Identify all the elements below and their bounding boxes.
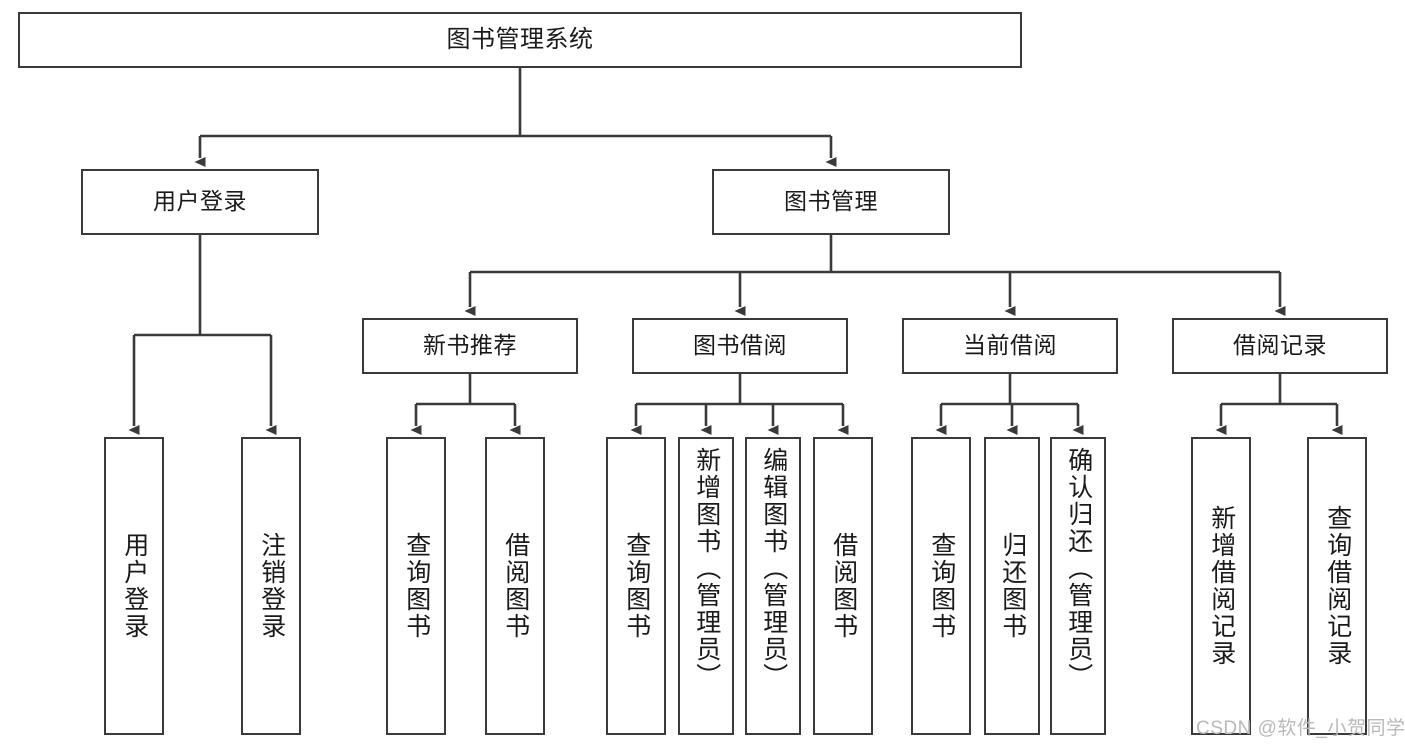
node-leaf-borrow-book-a[interactable]: 借阅图书 xyxy=(485,437,545,735)
node-user-login[interactable]: 用户登录 xyxy=(81,169,319,235)
node-user-login-label: 用户登录 xyxy=(153,188,247,215)
node-leaf-label: 借阅图书 xyxy=(501,532,530,640)
node-leaf-label: 注销登录 xyxy=(257,532,286,640)
node-leaf-user-login[interactable]: 用户登录 xyxy=(104,437,164,735)
node-book-borrow-label: 图书借阅 xyxy=(693,332,787,359)
node-book-borrow[interactable]: 图书借阅 xyxy=(632,318,848,374)
node-new-book-recommend[interactable]: 新书推荐 xyxy=(362,318,578,374)
node-leaf-add-borrow-record[interactable]: 新增借阅记录 xyxy=(1191,437,1251,735)
node-root-label: 图书管理系统 xyxy=(446,25,594,53)
node-borrow-record[interactable]: 借阅记录 xyxy=(1172,318,1388,374)
node-leaf-label: 编辑图书（管理员） xyxy=(759,447,788,690)
node-leaf-label: 新增借阅记录 xyxy=(1207,505,1236,667)
csdn-watermark: CSDN @软件_小贺同学 xyxy=(1196,718,1405,739)
node-leaf-label: 借阅图书 xyxy=(829,532,858,640)
node-leaf-query-book-a[interactable]: 查询图书 xyxy=(386,437,446,735)
node-leaf-logout[interactable]: 注销登录 xyxy=(241,437,301,735)
node-new-book-recommend-label: 新书推荐 xyxy=(423,332,517,359)
node-leaf-label: 确认归还（管理员） xyxy=(1064,447,1093,690)
node-leaf-label: 查询图书 xyxy=(622,532,651,640)
node-leaf-label: 新增图书（管理员） xyxy=(692,447,721,690)
node-current-borrow-label: 当前借阅 xyxy=(963,332,1057,359)
node-leaf-edit-book-admin[interactable]: 编辑图书（管理员） xyxy=(745,437,801,735)
node-leaf-query-book-b[interactable]: 查询图书 xyxy=(606,437,666,735)
node-leaf-query-borrow-record[interactable]: 查询借阅记录 xyxy=(1307,437,1367,735)
node-leaf-confirm-return-admin[interactable]: 确认归还（管理员） xyxy=(1050,437,1106,735)
node-leaf-label: 查询图书 xyxy=(927,532,956,640)
node-leaf-query-book-c[interactable]: 查询图书 xyxy=(911,437,971,735)
node-borrow-record-label: 借阅记录 xyxy=(1233,332,1327,359)
node-book-management[interactable]: 图书管理 xyxy=(712,169,950,235)
node-leaf-label: 查询图书 xyxy=(402,532,431,640)
node-root-system[interactable]: 图书管理系统 xyxy=(18,12,1022,68)
node-leaf-add-book-admin[interactable]: 新增图书（管理员） xyxy=(678,437,734,735)
node-leaf-return-book[interactable]: 归还图书 xyxy=(984,437,1040,735)
node-current-borrow[interactable]: 当前借阅 xyxy=(902,318,1118,374)
node-leaf-label: 查询借阅记录 xyxy=(1323,505,1352,667)
node-leaf-borrow-book-b[interactable]: 借阅图书 xyxy=(813,437,873,735)
node-leaf-label: 用户登录 xyxy=(120,532,149,640)
node-book-management-label: 图书管理 xyxy=(784,188,878,215)
node-leaf-label: 归还图书 xyxy=(998,532,1027,640)
